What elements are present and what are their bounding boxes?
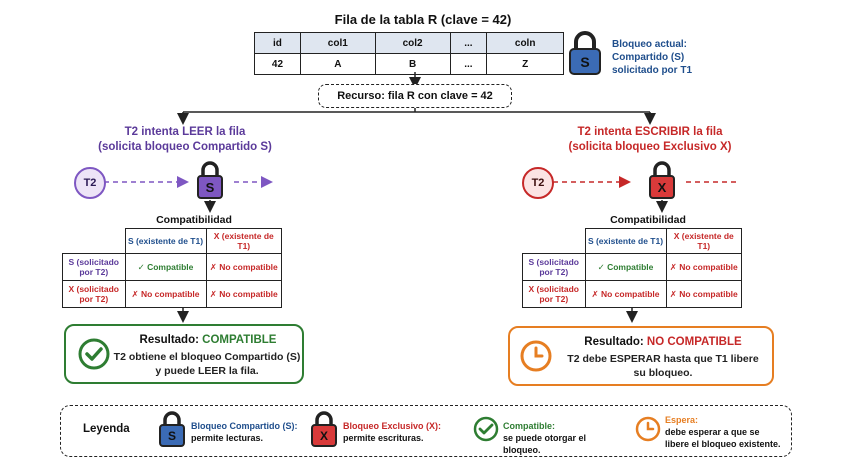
legend-item-desc: permite escrituras. xyxy=(343,433,424,443)
col-header: X (existente de T1) xyxy=(205,228,282,254)
shared-lock-icon: S xyxy=(569,31,601,75)
exclusive-lock-icon: X xyxy=(311,411,337,447)
compat-cell: ✗ No compatible xyxy=(665,280,742,308)
legend-item-name: Compatible: xyxy=(503,421,556,431)
legend-item-desc: se puede otorgar el bloqueo. xyxy=(503,433,587,455)
header-cell: id xyxy=(254,32,301,54)
legend-box: Leyenda S Bloqueo Compartido (S): permit… xyxy=(60,405,792,457)
value-cell: 42 xyxy=(254,53,301,75)
clock-icon xyxy=(635,416,661,442)
compat-cell: ✗ No compatible xyxy=(205,280,282,308)
shared-lock-icon: S xyxy=(197,161,223,199)
compat-cell: ✗ No compatible xyxy=(584,280,667,308)
right-result-box: Resultado: NO COMPATIBLE T2 debe ESPERAR… xyxy=(508,326,774,386)
left-result-box: Resultado: COMPATIBLE T2 obtiene el bloq… xyxy=(64,324,304,384)
result-value: COMPATIBLE xyxy=(202,334,277,346)
compat-cell: ✗ No compatible xyxy=(205,253,282,281)
lock-letter: S xyxy=(168,429,176,443)
value-cell: B xyxy=(374,53,451,75)
exclusive-lock-icon: X xyxy=(649,161,675,199)
row-table-values: 42 A B ... Z xyxy=(254,53,564,75)
row-header: S (solicitado por T2) xyxy=(522,253,586,281)
right-heading-line1: T2 intenta ESCRIBIR la fila xyxy=(577,126,723,138)
actor-t2-left: T2 xyxy=(74,167,106,199)
result-value: NO COMPATIBLE xyxy=(646,336,742,348)
right-heading-line2: (solicita bloqueo Exclusivo X) xyxy=(568,141,732,153)
lock-letter: X xyxy=(658,180,667,195)
row-table: id col1 col2 ... coln 42 A B ... Z xyxy=(254,32,564,75)
page-title: Fila de la tabla R (clave = 42) xyxy=(334,12,512,27)
actor-t2-right: T2 xyxy=(522,167,554,199)
legend-item-name: Bloqueo Exclusivo (X): xyxy=(343,421,442,431)
result-desc-line: T2 debe ESPERAR hasta que T1 libere xyxy=(567,353,759,365)
left-result-title: Resultado: COMPATIBLE xyxy=(118,334,298,346)
result-desc-line: T2 obtiene el bloqueo Compartido (S) xyxy=(113,351,301,363)
header-cell: ... xyxy=(449,32,488,54)
right-heading: T2 intenta ESCRIBIR la fila (solicita bl… xyxy=(520,125,780,155)
legend-title: Leyenda xyxy=(83,423,130,435)
left-compat-title: Compatibilidad xyxy=(156,214,232,226)
legend-item-desc: permite lecturas. xyxy=(191,433,264,443)
compat-cell: ✓ Compatible xyxy=(584,253,667,281)
left-heading-line2: (solicita bloqueo Compartido S) xyxy=(98,141,272,153)
blank-cell xyxy=(522,228,586,254)
row-header: X (solicitado por T2) xyxy=(62,280,126,308)
left-result-desc: T2 obtiene el bloqueo Compartido (S) y p… xyxy=(112,350,302,378)
col-header: S (existente de T1) xyxy=(124,228,207,254)
blank-cell xyxy=(62,228,126,254)
right-compat-title: Compatibilidad xyxy=(610,214,686,226)
left-heading-line1: T2 intenta LEER la fila xyxy=(124,126,246,138)
legend-item-name: Bloqueo Compartido (S): xyxy=(191,421,298,431)
row-table-header: id col1 col2 ... coln xyxy=(254,32,564,54)
result-prefix: Resultado: xyxy=(584,336,644,348)
note-line: Compartido (S) xyxy=(612,52,685,63)
row-header: X (solicitado por T2) xyxy=(522,280,586,308)
legend-item-desc: debe esperar a que se libere el bloqueo … xyxy=(665,427,781,449)
header-cell: col2 xyxy=(374,32,451,54)
col-header: X (existente de T1) xyxy=(665,228,742,254)
right-result-desc: T2 debe ESPERAR hasta que T1 libere su b… xyxy=(556,352,770,380)
legend-item-shared: Bloqueo Compartido (S): permite lecturas… xyxy=(191,420,299,444)
check-circle-icon xyxy=(78,338,110,370)
compat-cell: ✓ Compatible xyxy=(124,253,207,281)
result-prefix: Resultado: xyxy=(139,334,199,346)
note-line: solicitado por T1 xyxy=(612,65,693,76)
resource-label: Recurso: fila R con clave = 42 xyxy=(318,84,512,108)
row-header: S (solicitado por T2) xyxy=(62,253,126,281)
result-desc-line: y puede LEER la fila. xyxy=(155,365,259,377)
note-line: Bloqueo actual: xyxy=(612,39,688,50)
compat-cell: ✗ No compatible xyxy=(124,280,207,308)
lock-letter: S xyxy=(206,180,215,195)
current-lock-note: Bloqueo actual: Compartido (S) solicitad… xyxy=(612,38,692,77)
header-cell: coln xyxy=(486,32,564,54)
legend-item-exclusive: Bloqueo Exclusivo (X): permite escritura… xyxy=(343,420,453,444)
legend-item-name: Espera: xyxy=(665,415,699,425)
clock-icon xyxy=(520,340,552,372)
shared-lock-icon: S xyxy=(159,411,185,447)
left-compat-table: S (existente de T1) X (existente de T1) … xyxy=(62,228,282,308)
right-compat-table: S (existente de T1) X (existente de T1) … xyxy=(522,228,742,308)
check-circle-icon xyxy=(473,416,499,442)
right-result-title: Resultado: NO COMPATIBLE xyxy=(558,336,768,348)
header-cell: col1 xyxy=(299,32,376,54)
value-cell: ... xyxy=(449,53,488,75)
legend-item-compatible: Compatible: se puede otorgar el bloqueo. xyxy=(503,420,623,456)
legend-item-wait: Espera: debe esperar a que se libere el … xyxy=(665,414,785,450)
lock-letter: S xyxy=(580,54,589,70)
lock-letter: X xyxy=(320,429,328,443)
value-cell: Z xyxy=(486,53,564,75)
result-desc-line: su bloqueo. xyxy=(633,367,693,379)
left-heading: T2 intenta LEER la fila (solicita bloque… xyxy=(60,125,310,155)
col-header: S (existente de T1) xyxy=(584,228,667,254)
compat-cell: ✗ No compatible xyxy=(665,253,742,281)
